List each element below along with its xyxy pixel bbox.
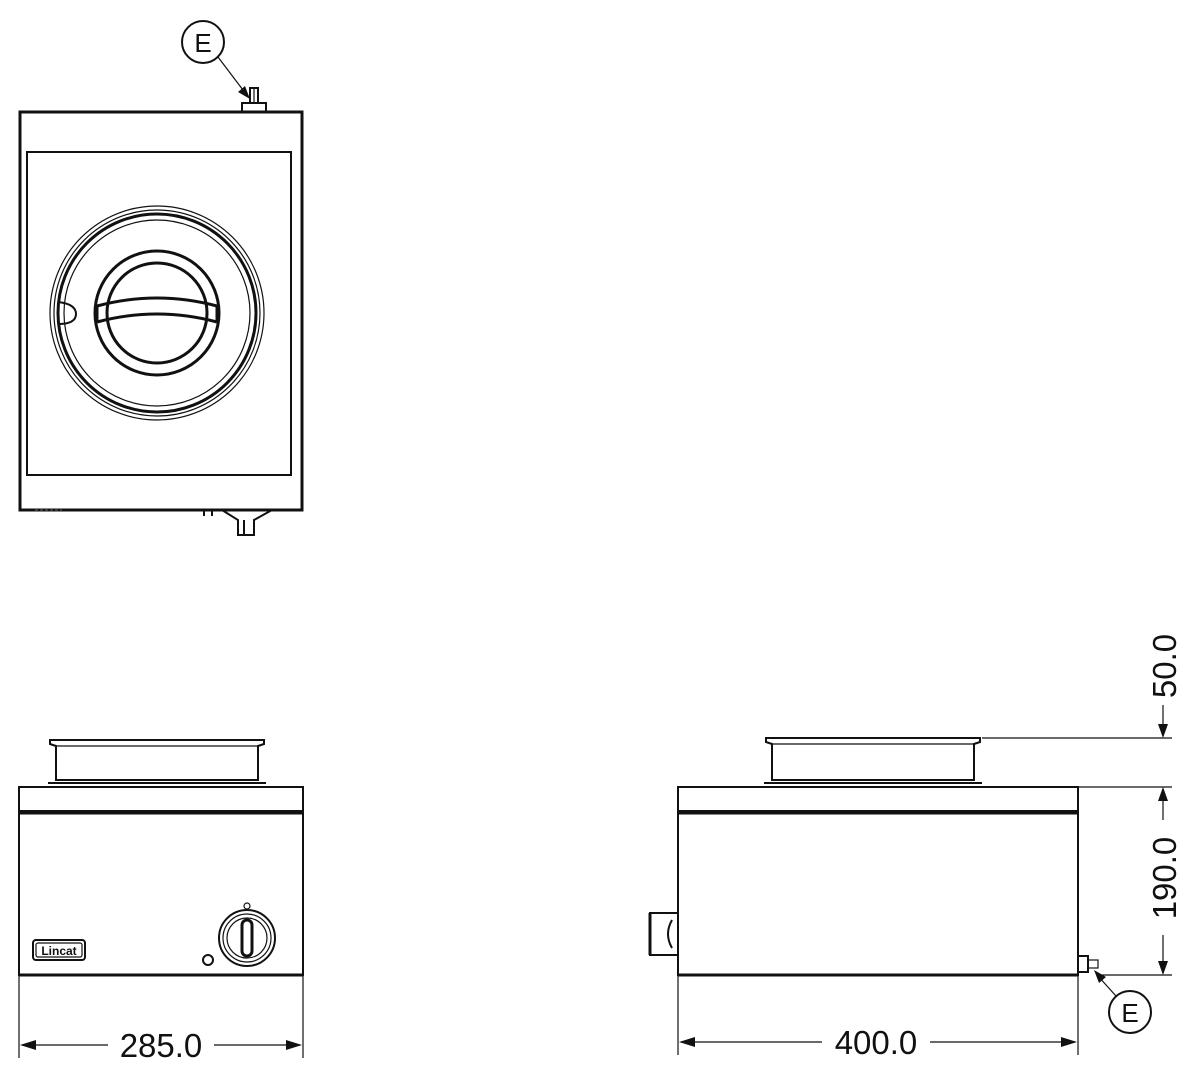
callout-circle-side [1108,990,1152,1034]
side-body [677,812,1079,976]
dim-pot-height-label: 50.0 [1146,634,1183,698]
indicator-light [202,954,214,966]
front-pot [49,739,265,781]
ring-notch [57,301,78,325]
knob-marker [243,902,251,910]
side-top-plate [677,786,1079,812]
lid-handle-top [96,296,218,308]
earth-terminal-side [1077,955,1089,973]
control-knob [218,909,276,967]
callout-circle-top [181,20,225,64]
knob-grip [240,918,254,958]
lid-handle-bottom [96,312,218,324]
callout-label-top: E [194,28,211,58]
top-view [18,87,304,536]
top-view-panel [26,151,292,476]
side-pot [765,737,981,781]
dim-body-height-label: 190.0 [1146,837,1183,920]
top-view-outline [18,110,304,512]
callout-e-side: E [1094,970,1152,1034]
front-view: Lincat [18,739,304,977]
callout-label-side: E [1121,998,1138,1028]
side-view [648,737,1099,977]
side-knob [649,912,679,956]
well-outer-ring [49,205,265,421]
lincat-logo [32,939,86,961]
lid-inner [105,261,209,365]
dimension-width: 285.0 [18,975,304,1064]
dimension-heights: 50.0 190.0 [982,634,1183,976]
callout-e-top: E [181,20,250,99]
pot-rim [56,212,258,414]
lid-outer [93,249,221,377]
dim-depth-label: 400.0 [835,1024,918,1061]
dimension-depth: 400.0 [677,975,1079,1061]
brand-label: Lincat [41,944,76,958]
control-knob-top-view [221,509,273,536]
dim-width-label: 285.0 [120,1027,203,1064]
front-top-plate [18,786,304,812]
